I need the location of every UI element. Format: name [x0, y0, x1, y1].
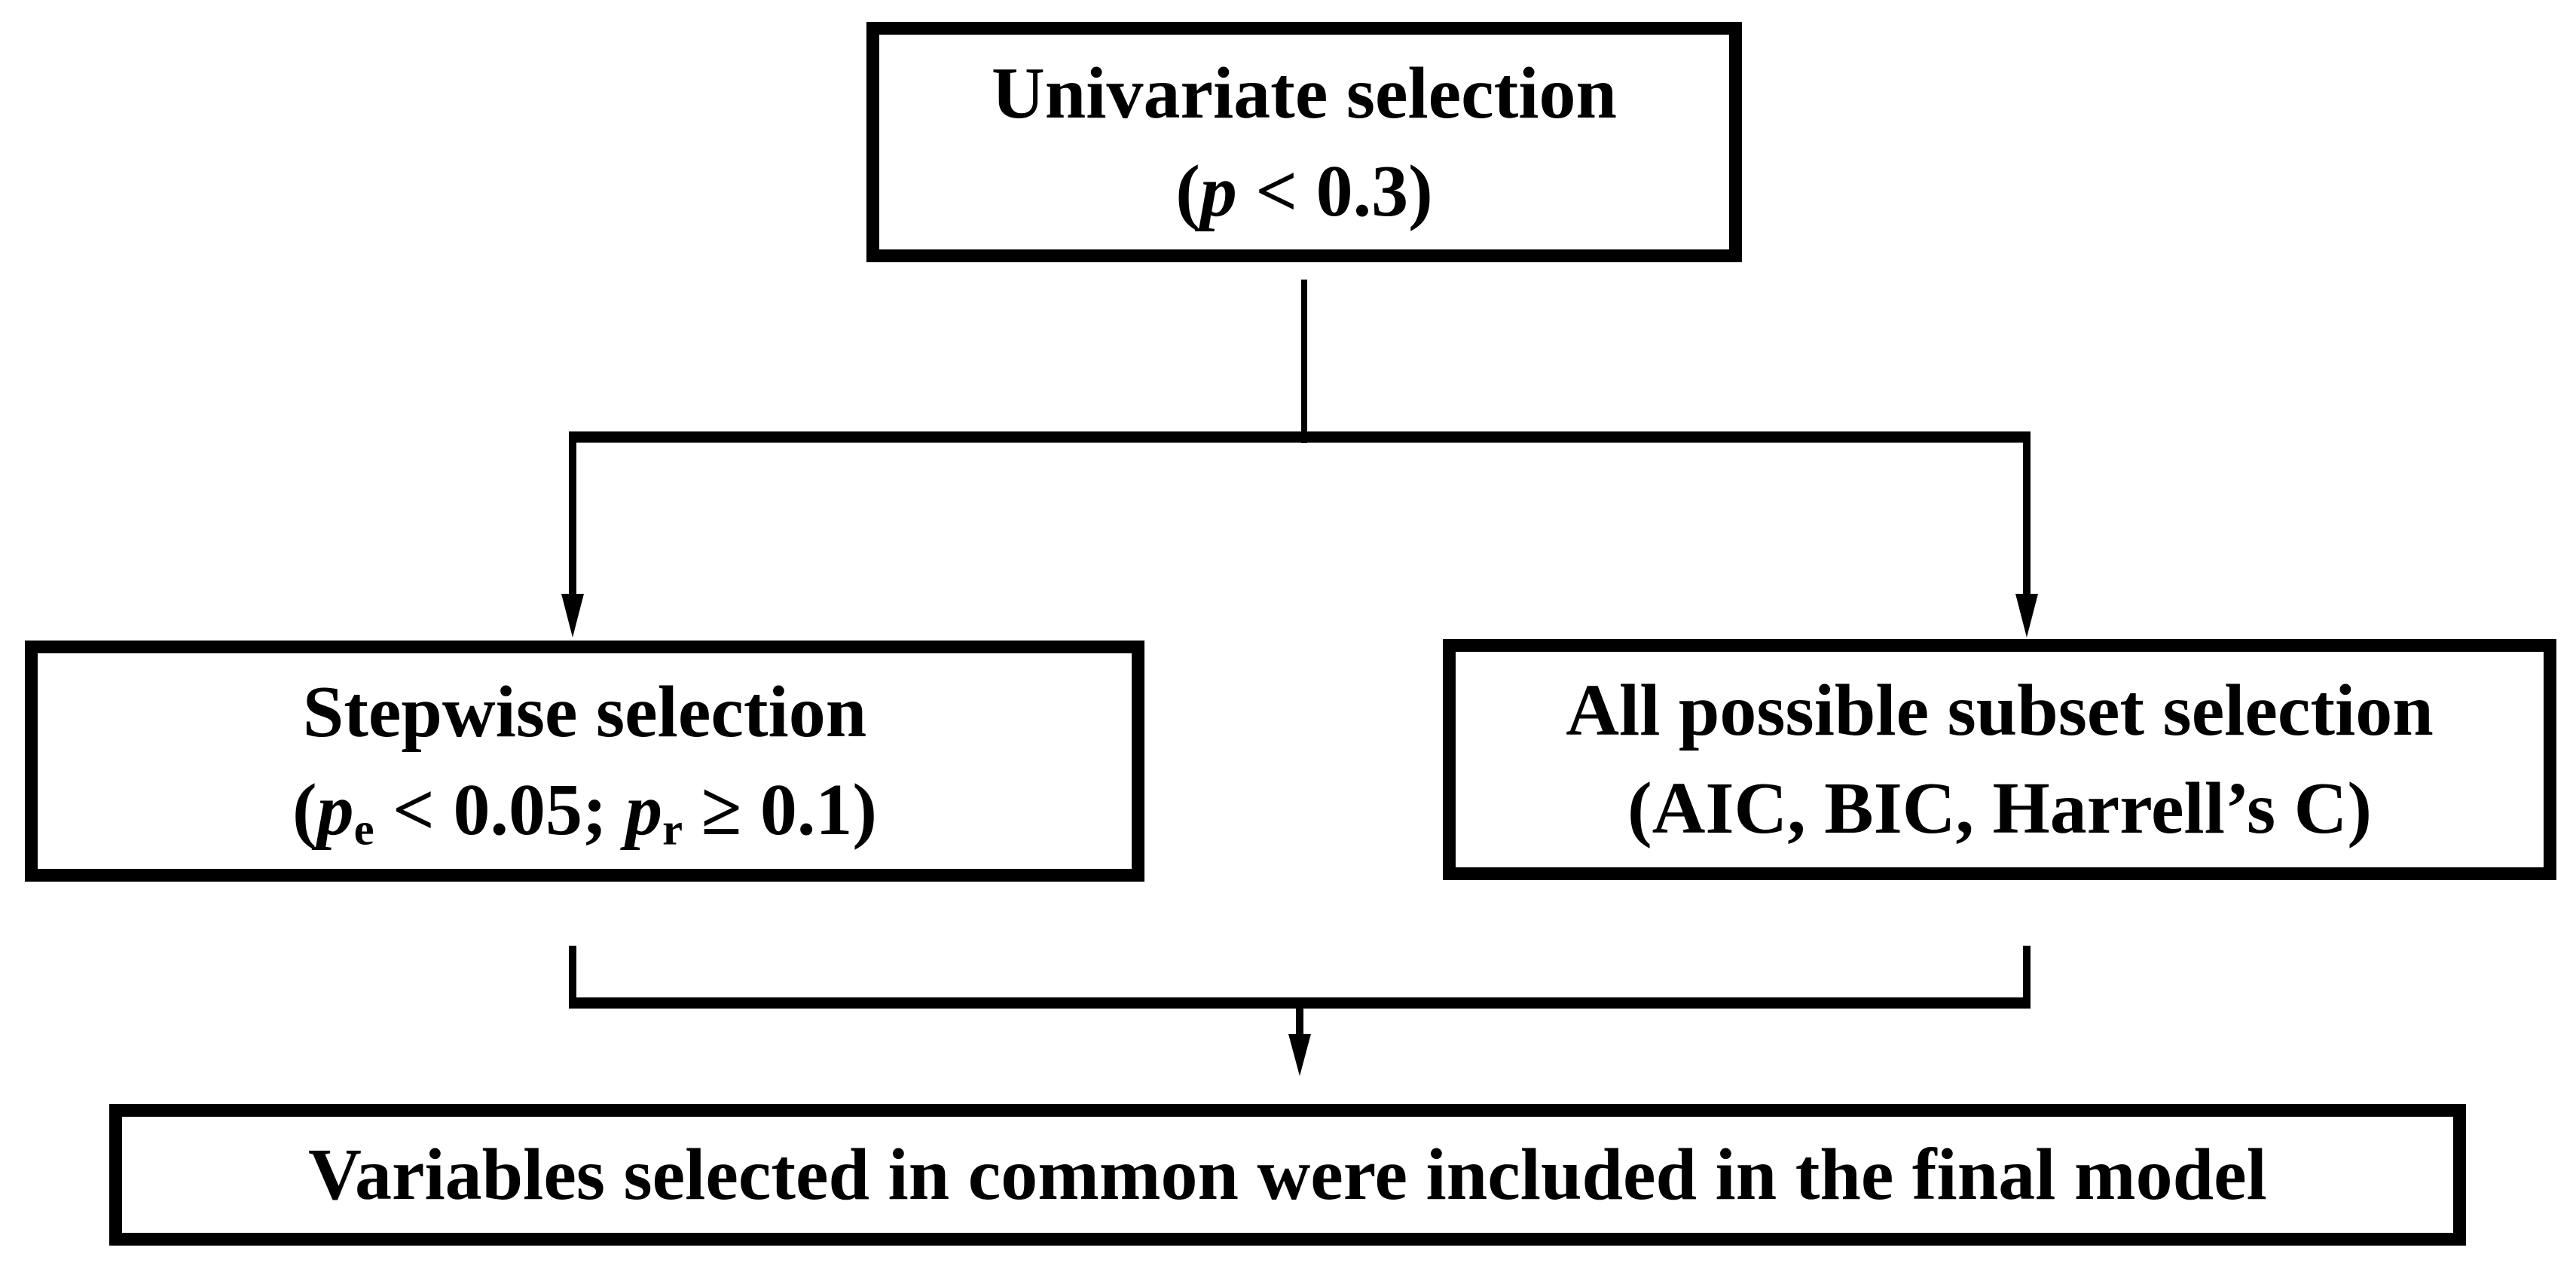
- stepwise-formula-sub-e: e: [353, 804, 374, 855]
- stepwise-formula-open-paren: (: [292, 769, 317, 851]
- stepwise-formula-sub-r: r: [662, 804, 683, 855]
- univariate-title: Univariate selection: [991, 52, 1618, 134]
- stepwise-title: Stepwise selection: [302, 671, 867, 753]
- node-final-model: Variables selected in common were includ…: [109, 1104, 2466, 1246]
- arrowhead-left-icon: [561, 594, 584, 638]
- subset-formula: (AIC, BIC, Harrell’s C): [1627, 760, 2372, 858]
- stepwise-formula-mid: < 0.05;: [374, 769, 626, 851]
- univariate-formula-p-italic: p: [1199, 150, 1237, 232]
- arrowhead-right-icon: [2015, 594, 2038, 638]
- final-model-text: Variables selected in common were includ…: [308, 1134, 2267, 1215]
- arrowhead-final-icon: [1288, 1034, 1311, 1076]
- stepwise-formula-p-removal-italic: p: [625, 769, 663, 851]
- stepwise-formula-p-entry-italic: p: [316, 769, 354, 851]
- stepwise-formula: (pe < 0.05; pr ≥ 0.1): [292, 761, 877, 859]
- node-univariate-selection: Univariate selection (p < 0.3): [866, 22, 1742, 262]
- stepwise-formula-tail: ≥ 0.1): [683, 769, 877, 851]
- subset-formula-text: (AIC, BIC, Harrell’s C): [1627, 768, 2373, 849]
- node-all-possible-subset-selection: All possible subset selection (AIC, BIC,…: [1443, 639, 2556, 880]
- univariate-formula-tail: < 0.3): [1236, 150, 1433, 232]
- univariate-formula: (p < 0.3): [1175, 142, 1433, 240]
- univariate-formula-open-paren: (: [1175, 150, 1200, 232]
- node-stepwise-selection: Stepwise selection (pe < 0.05; pr ≥ 0.1): [25, 641, 1144, 882]
- subset-title: All possible subset selection: [1566, 670, 2434, 751]
